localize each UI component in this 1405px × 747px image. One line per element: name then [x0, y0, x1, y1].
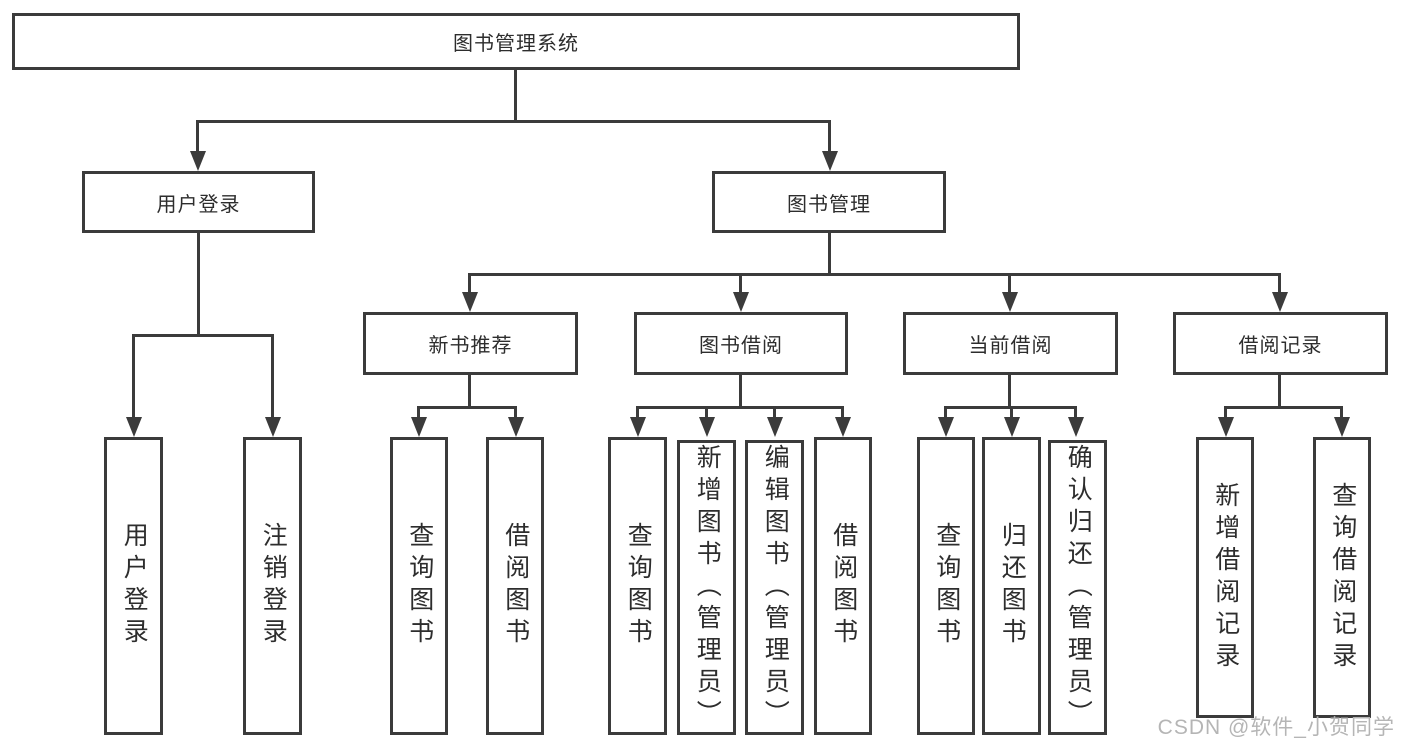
leaf-query-book-2-label: 查询图书: [624, 522, 653, 650]
connector-vline: [828, 233, 831, 275]
connector-vline: [1008, 375, 1011, 409]
arrowhead-down-icon: [1272, 292, 1288, 312]
leaf-query-book-2: 查询图书: [608, 437, 667, 735]
leaf-logout-label: 注销登录: [259, 522, 288, 650]
leaf-add-borrow-record-label: 新增借阅记录: [1211, 481, 1240, 674]
leaf-add-book-admin-label: 新增图书（管理员）: [693, 443, 722, 732]
node-current-borrow: 当前借阅: [903, 312, 1118, 375]
connector-vline: [739, 375, 742, 409]
arrowhead-down-icon: [822, 151, 838, 171]
arrowhead-down-icon: [1068, 417, 1084, 437]
connector-vline: [196, 120, 199, 153]
arrowhead-down-icon: [462, 292, 478, 312]
leaf-user-login-label: 用户登录: [120, 522, 149, 650]
leaf-query-book-3-label: 查询图书: [932, 522, 961, 650]
connector-vline: [1224, 406, 1227, 418]
leaf-confirm-return-admin: 确认归还（管理员）: [1048, 440, 1107, 735]
leaf-query-borrow-record: 查询借阅记录: [1313, 437, 1371, 718]
connector-vline: [705, 406, 708, 418]
connector-vline: [1074, 406, 1077, 418]
node-root: 图书管理系统: [12, 13, 1020, 70]
arrowhead-down-icon: [733, 292, 749, 312]
connector-vline: [1010, 406, 1013, 418]
connector-vline: [468, 375, 471, 409]
connector-vline: [271, 334, 274, 418]
connector-hline: [636, 406, 844, 409]
csdn-watermark: CSDN @软件_小贺同学: [1157, 716, 1395, 739]
connector-vline: [773, 406, 776, 418]
leaf-user-login: 用户登录: [104, 437, 163, 735]
leaf-add-borrow-record: 新增借阅记录: [1196, 437, 1254, 718]
arrowhead-down-icon: [699, 417, 715, 437]
arrowhead-down-icon: [1218, 417, 1234, 437]
leaf-query-book-3: 查询图书: [917, 437, 975, 735]
connector-vline: [197, 233, 200, 336]
node-root-label: 图书管理系统: [453, 33, 579, 55]
leaf-edit-book-admin-label: 编辑图书（管理员）: [761, 443, 790, 732]
arrowhead-down-icon: [126, 417, 142, 437]
connector-hline: [468, 273, 1281, 276]
connector-vline: [417, 406, 420, 418]
arrowhead-down-icon: [508, 417, 524, 437]
connector-vline: [514, 406, 517, 418]
connector-vline: [1278, 273, 1281, 294]
connector-vline: [739, 273, 742, 294]
node-user-login-label: 用户登录: [156, 193, 241, 216]
leaf-borrow-book-1: 借阅图书: [486, 437, 544, 735]
connector-hline: [132, 334, 274, 337]
node-book-mgmt: 图书管理: [712, 171, 946, 233]
arrowhead-down-icon: [630, 417, 646, 437]
arrowhead-down-icon: [767, 417, 783, 437]
leaf-borrow-book-2-label: 借阅图书: [829, 522, 858, 650]
connector-hline: [1224, 406, 1343, 409]
arrowhead-down-icon: [411, 417, 427, 437]
connector-hline: [417, 406, 517, 409]
node-user-login: 用户登录: [82, 171, 315, 233]
connector-vline: [828, 120, 831, 153]
connector-vline: [636, 406, 639, 418]
connector-vline: [514, 70, 517, 120]
arrowhead-down-icon: [1004, 417, 1020, 437]
arrowhead-down-icon: [265, 417, 281, 437]
leaf-borrow-book-1-label: 借阅图书: [501, 522, 530, 650]
connector-vline: [468, 273, 471, 294]
node-current-borrow-label: 当前借阅: [968, 335, 1053, 357]
node-borrow-records: 借阅记录: [1173, 312, 1388, 375]
leaf-add-book-admin: 新增图书（管理员）: [677, 440, 736, 735]
leaf-return-book: 归还图书: [982, 437, 1041, 735]
connector-vline: [1278, 375, 1281, 409]
node-book-mgmt-label: 图书管理: [787, 193, 871, 216]
connector-vline: [944, 406, 947, 418]
node-new-book-rec-label: 新书推荐: [428, 335, 513, 357]
node-borrow-records-label: 借阅记录: [1238, 335, 1323, 357]
arrowhead-down-icon: [938, 417, 954, 437]
connector-vline: [132, 334, 135, 418]
leaf-query-book-1-label: 查询图书: [405, 522, 434, 650]
leaf-logout: 注销登录: [243, 437, 302, 735]
connector-vline: [841, 406, 844, 418]
leaf-edit-book-admin: 编辑图书（管理员）: [745, 440, 804, 735]
leaf-return-book-label: 归还图书: [998, 522, 1027, 650]
connector-vline: [1340, 406, 1343, 418]
leaf-query-borrow-record-label: 查询借阅记录: [1328, 481, 1357, 674]
node-new-book-rec: 新书推荐: [363, 312, 578, 375]
arrowhead-down-icon: [1002, 292, 1018, 312]
leaf-confirm-return-admin-label: 确认归还（管理员）: [1064, 443, 1093, 732]
leaf-query-book-1: 查询图书: [390, 437, 448, 735]
connector-hline: [196, 120, 831, 123]
node-book-borrow: 图书借阅: [634, 312, 848, 375]
arrowhead-down-icon: [835, 417, 851, 437]
arrowhead-down-icon: [190, 151, 206, 171]
connector-vline: [1008, 273, 1011, 294]
leaf-borrow-book-2: 借阅图书: [814, 437, 872, 735]
node-book-borrow-label: 图书借阅: [699, 335, 783, 357]
arrowhead-down-icon: [1334, 417, 1350, 437]
